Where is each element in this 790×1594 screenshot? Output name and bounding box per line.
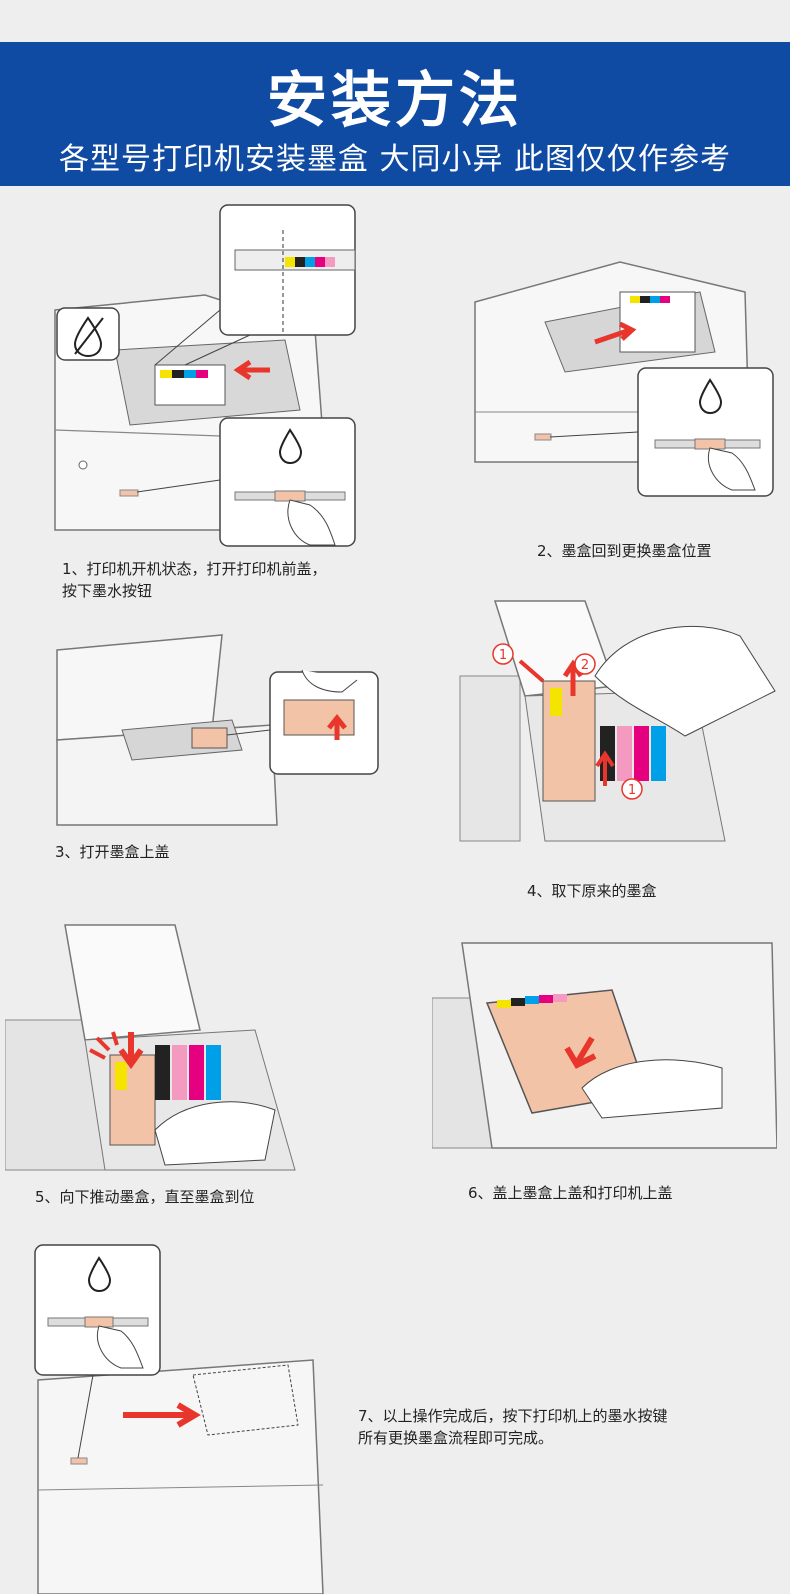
step5-caption: 5、向下推动墨盒，直至墨盒到位 xyxy=(35,1188,255,1206)
no-ink-icon-box xyxy=(56,307,120,361)
marker-1-label: 1 xyxy=(499,648,507,663)
zoom-box-ink-button xyxy=(219,417,356,547)
page-subtitle: 各型号打印机安装墨盒 大同小异 此图仅仅作参考 xyxy=(58,142,732,177)
page-header: 安装方法 各型号打印机安装墨盒 大同小异 此图仅仅作参考 xyxy=(0,42,790,186)
step1-illustration xyxy=(54,204,356,547)
step1-caption: 1、打印机开机状态，打开打印机前盖， 按下墨水按钮 xyxy=(62,560,327,600)
step6-illustration xyxy=(432,942,777,1149)
step5-illustration xyxy=(5,924,296,1171)
step7-caption: 7、以上操作完成后，按下打印机上的墨水按键 所有更换墨盒流程即可完成。 xyxy=(358,1407,668,1447)
step4-illustration: 1 2 1 xyxy=(459,600,776,842)
step7-illustration xyxy=(34,1244,324,1594)
marker-1b-label: 1 xyxy=(628,783,636,798)
marker-2-label: 2 xyxy=(581,658,589,673)
step3-illustration xyxy=(56,634,379,826)
step2-caption: 2、墨盒回到更换墨盒位置 xyxy=(537,542,712,560)
step4-caption: 4、取下原来的墨盒 xyxy=(527,882,657,900)
zoom-box-ink-button xyxy=(34,1244,161,1376)
step3-caption: 3、打开墨盒上盖 xyxy=(55,843,170,861)
page-title: 安装方法 xyxy=(267,66,523,136)
step6-caption: 6、盖上墨盒上盖和打印机上盖 xyxy=(468,1184,673,1202)
step2-illustration xyxy=(474,261,774,497)
